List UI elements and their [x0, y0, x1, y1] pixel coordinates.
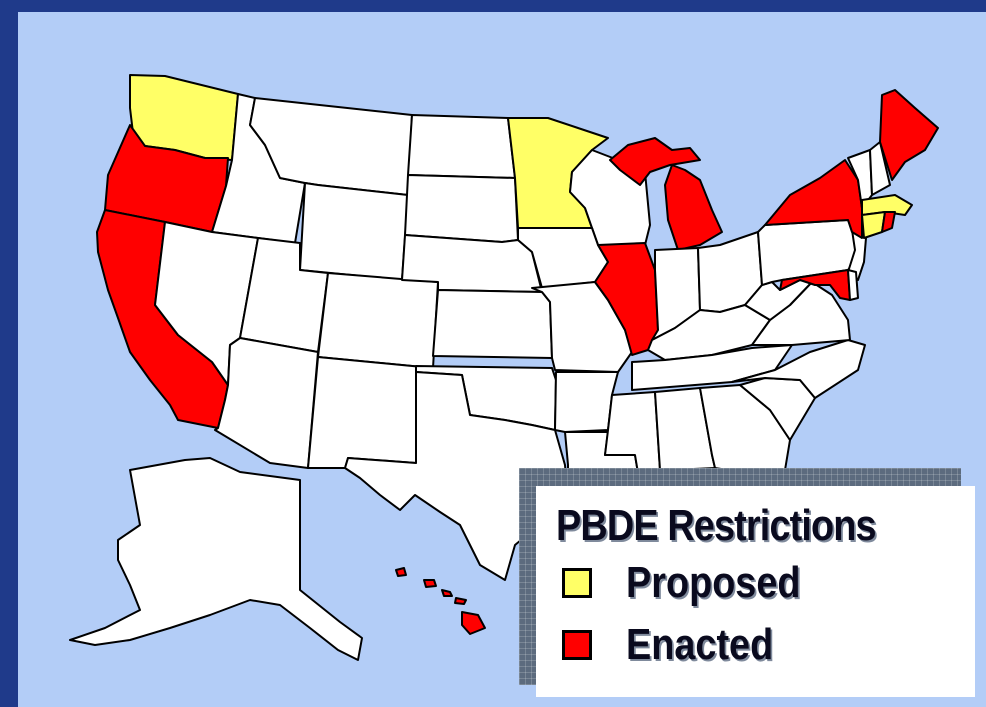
state-CO[interactable]: [317, 272, 439, 369]
state-NC[interactable]: [731, 339, 866, 399]
state-IL[interactable]: [594, 242, 659, 356]
state-NH[interactable]: [869, 141, 891, 196]
state-TX[interactable]: [344, 371, 569, 581]
state-KS[interactable]: [432, 289, 553, 359]
state-ME[interactable]: [879, 89, 939, 181]
map-legend: PBDE Restrictions Proposed Enacted: [536, 486, 975, 697]
state-RI[interactable]: [881, 211, 896, 233]
state-DE[interactable]: [847, 269, 859, 301]
legend-label-enacted: Enacted: [626, 620, 774, 669]
state-AZ[interactable]: [214, 337, 319, 469]
state-AK[interactable]: [69, 457, 363, 661]
state-ND[interactable]: [407, 114, 516, 179]
state-NM[interactable]: [307, 356, 434, 469]
state-MI-upper[interactable]: [609, 137, 701, 186]
legend-item-enacted: Enacted: [556, 614, 975, 676]
state-TN[interactable]: [631, 344, 793, 391]
state-HI[interactable]: [395, 567, 486, 635]
legend-item-proposed: Proposed: [556, 552, 975, 614]
enacted-swatch: [562, 630, 592, 660]
state-MI[interactable]: [664, 164, 723, 251]
proposed-swatch: [562, 568, 592, 598]
state-CT[interactable]: [861, 211, 886, 239]
legend-label-proposed: Proposed: [626, 558, 801, 607]
state-WY[interactable]: [299, 182, 409, 281]
legend-title: PBDE Restrictions: [556, 501, 877, 550]
state-SD[interactable]: [404, 174, 519, 243]
